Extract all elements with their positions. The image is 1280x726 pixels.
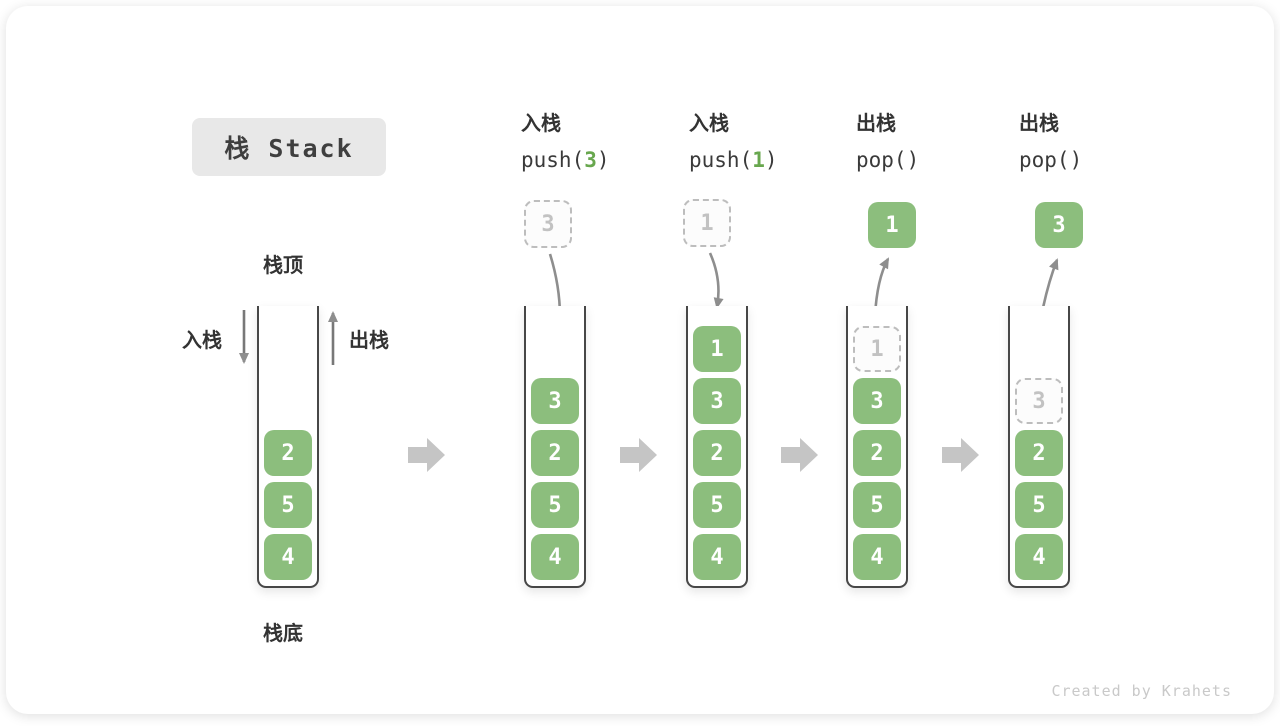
stack-cell: 3 bbox=[853, 378, 901, 424]
stack-cell: 5 bbox=[1015, 482, 1063, 528]
diagram-title: 栈 Stack bbox=[192, 118, 386, 176]
stack-cell: 5 bbox=[531, 482, 579, 528]
op-header-push-1: 入栈 push(1) bbox=[689, 110, 859, 173]
op-header-pop-1: 出栈 pop() bbox=[856, 110, 1026, 173]
popped-element-box: 1 bbox=[868, 202, 916, 248]
stack-cell: 4 bbox=[264, 534, 312, 580]
op-code-arg: 3 bbox=[584, 148, 597, 172]
op-header-push-3: 入栈 push(3) bbox=[521, 110, 691, 173]
stack-bottom-label: 栈底 bbox=[263, 623, 303, 645]
op-header-pop-2: 出栈 pop() bbox=[1019, 110, 1189, 173]
stack-cell: 4 bbox=[853, 534, 901, 580]
popped-element-box: 3 bbox=[1035, 202, 1083, 248]
stack-cell: 3 bbox=[531, 378, 579, 424]
stack-cell: 5 bbox=[264, 482, 312, 528]
incoming-element-box: 1 bbox=[683, 199, 731, 247]
stack-top-label: 栈顶 bbox=[263, 255, 303, 277]
stack-cell: 2 bbox=[264, 430, 312, 476]
credit-text: Created by Krahets bbox=[1051, 682, 1232, 700]
stack-initial: 2 5 4 bbox=[257, 306, 319, 588]
stack-cell: 2 bbox=[1015, 430, 1063, 476]
step-chevron-icon bbox=[781, 438, 818, 472]
step-chevron-icon bbox=[620, 438, 657, 472]
push-direction-label: 入栈 bbox=[182, 330, 222, 352]
stack-cell-removed: 1 bbox=[853, 326, 901, 372]
stack-cell: 2 bbox=[531, 430, 579, 476]
diagram-title-text: 栈 Stack bbox=[224, 134, 354, 163]
diagram-card: 栈 Stack 入栈 push(3) 入栈 push(1) 出栈 pop() 出… bbox=[6, 6, 1274, 714]
stack-cell-removed: 3 bbox=[1015, 378, 1063, 424]
op-label: 入栈 bbox=[521, 113, 561, 135]
op-label: 出栈 bbox=[1019, 113, 1059, 135]
step-chevron-icon bbox=[942, 438, 979, 472]
stack-cell: 1 bbox=[693, 326, 741, 372]
op-label: 入栈 bbox=[689, 113, 729, 135]
op-code: pop() bbox=[856, 148, 920, 172]
stack-cell: 4 bbox=[1015, 534, 1063, 580]
op-code: push(3) bbox=[521, 148, 610, 172]
stack-cell: 4 bbox=[531, 534, 579, 580]
push-arrow-1-icon bbox=[708, 252, 724, 309]
stack-after-pop-1: 1 3 2 5 4 bbox=[846, 306, 908, 588]
stack-cell: 3 bbox=[693, 378, 741, 424]
stack-cell: 2 bbox=[853, 430, 901, 476]
step-chevron-icon bbox=[408, 438, 445, 472]
stack-after-pop-3: 3 2 5 4 bbox=[1008, 306, 1070, 588]
stack-after-push-3: 3 2 5 4 bbox=[524, 306, 586, 588]
op-code: push(1) bbox=[689, 148, 778, 172]
pop-direction-label: 出栈 bbox=[349, 330, 389, 352]
incoming-element-box: 3 bbox=[524, 200, 572, 248]
op-code-arg: 1 bbox=[752, 148, 765, 172]
stack-cell: 4 bbox=[693, 534, 741, 580]
stack-after-push-1: 1 3 2 5 4 bbox=[686, 306, 748, 588]
stack-cell: 5 bbox=[853, 482, 901, 528]
stack-cell: 5 bbox=[693, 482, 741, 528]
stack-cell: 2 bbox=[693, 430, 741, 476]
op-code: pop() bbox=[1019, 148, 1083, 172]
op-label: 出栈 bbox=[856, 113, 896, 135]
